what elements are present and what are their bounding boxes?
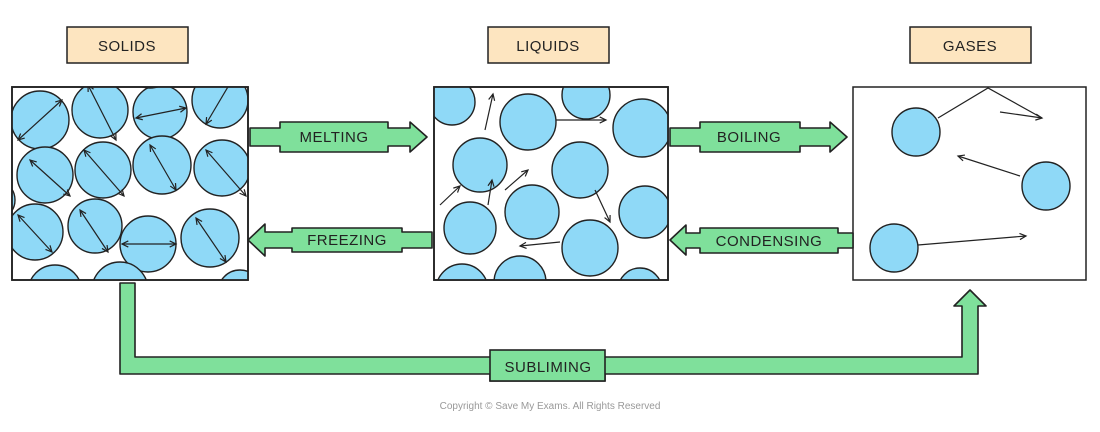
motion-arrow (594, 189, 611, 224)
liquid-particle (437, 263, 487, 280)
motion-arrow (484, 92, 496, 131)
liquid-particle (561, 219, 619, 277)
liquid-particles-box (433, 86, 669, 281)
copyright-text: Copyright © Save My Exams. All Rights Re… (440, 401, 661, 412)
solid-particle (67, 198, 123, 254)
liquids-title-box (487, 26, 610, 64)
vibration-arrow (134, 105, 188, 121)
gas-particle (1021, 161, 1071, 211)
motion-arrow (917, 232, 1028, 246)
gas-particles (869, 87, 1071, 273)
subliming-arrow: SUBLIMING (119, 282, 987, 382)
gases-title: GASES (909, 26, 1032, 64)
vibration-arrow (28, 159, 72, 197)
solid-particle (132, 87, 188, 140)
melting-label: MELTING (299, 129, 368, 146)
motion-arrow (487, 178, 495, 206)
motion-arrow (556, 116, 608, 124)
vibration-arrow (79, 208, 109, 254)
liquid-particle (493, 255, 547, 280)
freezing-arrow: FREEZING (247, 223, 433, 257)
liquid-particle (551, 141, 609, 199)
liquid-particle (434, 87, 476, 126)
condensing-arrow: CONDENSING (669, 224, 854, 256)
gas-particle (869, 223, 919, 273)
boiling-label: BOILING (717, 129, 781, 146)
solid-particle (12, 203, 64, 261)
solid-particle (93, 261, 147, 280)
solid-particle (71, 87, 129, 139)
subliming-label: SUBLIMING (504, 359, 591, 376)
liquids-title-text: LIQUIDS (516, 38, 580, 55)
liquid-particle (504, 184, 560, 240)
gas-particles-box (852, 86, 1087, 281)
liquid-particle (612, 98, 668, 158)
motion-arrow (504, 169, 530, 191)
gas-particle (891, 107, 941, 157)
gases-title-text: GASES (943, 38, 997, 55)
motion-arrow (999, 111, 1044, 121)
motion-arrow (937, 87, 1043, 119)
solids-title-text: SOLIDS (98, 38, 156, 55)
gases-title-box (909, 26, 1032, 64)
vibration-arrow (16, 99, 64, 141)
condensing-label: CONDENSING (716, 233, 823, 250)
motion-arrow (518, 241, 561, 249)
solid-particles (12, 87, 248, 280)
vibration-arrow (17, 213, 53, 254)
boiling-arrow: BOILING (669, 121, 848, 153)
liquid-particle (443, 201, 497, 255)
solid-particle (30, 264, 80, 280)
solids-title: SOLIDS (66, 26, 189, 64)
freezing-label: FREEZING (307, 232, 387, 249)
liquid-particle (561, 87, 611, 120)
solids-title-box (66, 26, 189, 64)
solid-particle (220, 269, 248, 280)
melting-arrow: MELTING (249, 121, 428, 153)
vibration-arrow (120, 240, 178, 248)
liquid-particle (618, 185, 668, 239)
liquids-title: LIQUIDS (487, 26, 610, 64)
liquid-particles (434, 87, 668, 280)
vibration-arrow (83, 148, 125, 198)
liquid-particle (499, 93, 557, 151)
liquid-particle (452, 137, 508, 193)
solid-particles-box (11, 86, 249, 281)
motion-arrow (956, 154, 1021, 177)
motion-arrow (439, 185, 462, 206)
vibration-arrow (205, 148, 247, 198)
vibration-arrow (195, 216, 227, 264)
vibration-arrow (149, 143, 177, 192)
liquid-particle (619, 267, 661, 280)
